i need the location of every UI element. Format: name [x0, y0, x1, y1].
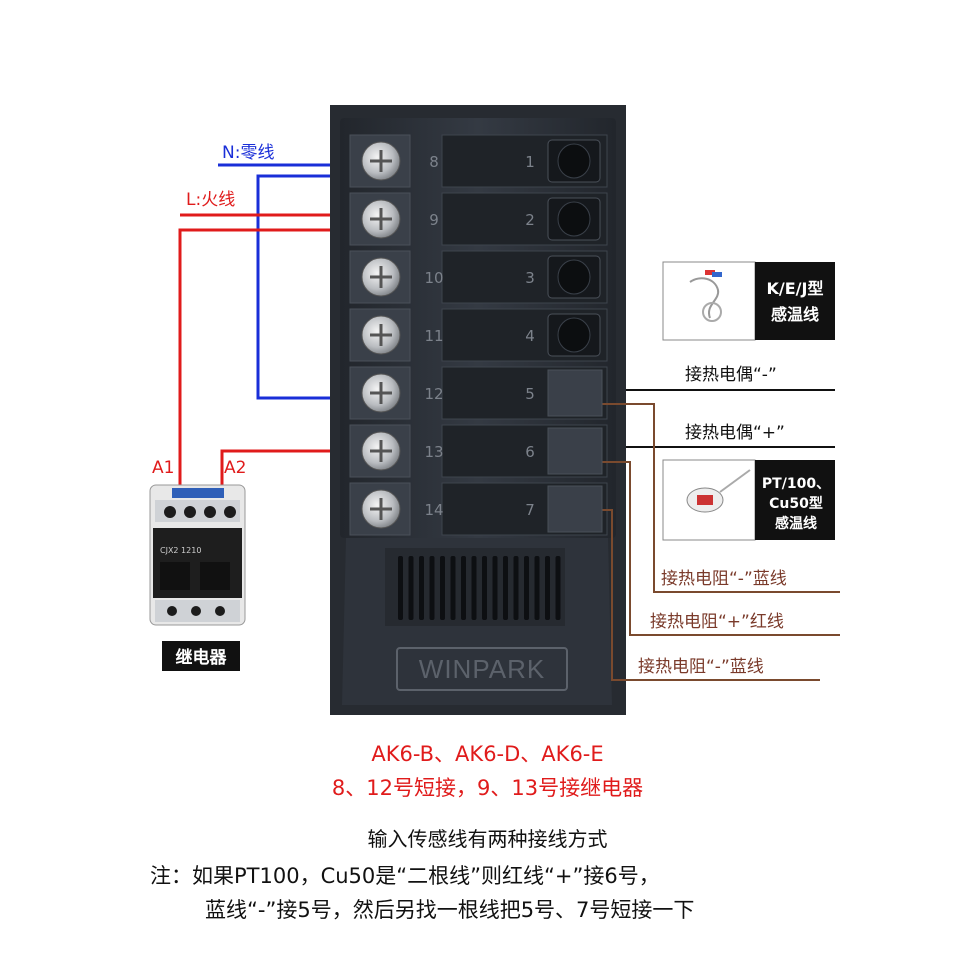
caption-models: AK6-B、AK6-D、AK6-E [371, 742, 604, 766]
caption-wiring: 8、12号短接，9、13号接继电器 [331, 776, 644, 800]
vent-slot [503, 556, 508, 620]
live-label: L:火线 [186, 190, 235, 210]
terminal-number-right: 1 [525, 153, 535, 171]
vent-slot [419, 556, 424, 620]
terminal-slot-right [547, 485, 603, 533]
thermocouple-sensor [662, 261, 835, 341]
vent-slot [492, 556, 498, 620]
terminal-number-left: 13 [424, 443, 443, 461]
terminal-number-left: 8 [429, 153, 439, 171]
a1-label: A1 [152, 458, 174, 478]
vent-slot [534, 556, 540, 620]
terminal-number-left: 14 [424, 501, 443, 519]
terminal-number-right: 4 [525, 327, 535, 345]
vent-slot [450, 556, 456, 620]
rtd-sensor-line2: Cu50型 [769, 495, 823, 512]
wire-live [178, 213, 330, 488]
socket-hole [557, 201, 591, 237]
terminal-number-left: 12 [424, 385, 443, 403]
socket-hole [557, 259, 591, 295]
wire-neutral [218, 163, 330, 400]
vent-slot [440, 556, 445, 620]
terminal-number-left: 11 [424, 327, 443, 345]
brand-logo: WINPARK [419, 654, 545, 684]
caption-note-line2: 蓝线“-”接5号，然后另找一根线把5号、7号短接一下 [205, 898, 695, 922]
rtd-sensor-line3: 感温线 [775, 515, 817, 532]
vent-slot [545, 556, 550, 620]
terminal-number-right: 6 [525, 443, 535, 461]
terminal-slot-right [547, 369, 603, 417]
socket-hole [557, 317, 591, 353]
neutral-label: N:零线 [222, 143, 274, 163]
terminal-number-left: 10 [424, 269, 443, 287]
vent-slot [513, 556, 519, 620]
rtd-sensor-line1: PT/100、 [762, 476, 830, 492]
relay-model: CJX2 1210 [160, 546, 201, 555]
rtd-sensor [662, 459, 835, 541]
relay-label-box [162, 641, 240, 671]
vent-slot [482, 556, 487, 620]
callout-rtd-minus-2: 接热电阻“-”蓝线 [638, 657, 764, 677]
callout-tc-plus: 接热电偶“+” [685, 423, 785, 443]
terminal-number-left: 9 [429, 211, 439, 229]
caption-note-line1: 注：如果PT100，Cu50是“二根线”则红线“+”接6号， [150, 864, 660, 888]
vent-slot [471, 556, 477, 620]
relay-label: 继电器 [176, 647, 228, 668]
vent-slot [429, 556, 435, 620]
a2-label: A2 [224, 458, 246, 478]
vent-slot [408, 556, 414, 620]
caption-subtitle: 输入传感线有两种接线方式 [367, 827, 608, 851]
terminal-number-right: 7 [525, 501, 535, 519]
vent-slot [398, 556, 403, 620]
terminal-slot-right [547, 427, 603, 475]
callout-rtd-plus: 接热电阻“+”红线 [650, 612, 784, 632]
vent-slot [461, 556, 466, 620]
socket-hole [557, 143, 591, 179]
terminal-number-right: 2 [525, 211, 535, 229]
tc-sensor-line1: K/E/J型 [767, 279, 824, 298]
vent-slot [555, 556, 561, 620]
terminal-number-right: 3 [525, 269, 535, 287]
callout-tc-minus: 接热电偶“-” [685, 365, 777, 385]
wire-thermocouple [626, 389, 835, 448]
vent-slot [524, 556, 529, 620]
relay-contactor: CJX2 1210 [149, 484, 246, 626]
terminal-number-right: 5 [525, 385, 535, 403]
callout-rtd-minus-1: 接热电阻“-”蓝线 [661, 569, 787, 589]
tc-sensor-line2: 感温线 [771, 305, 819, 324]
